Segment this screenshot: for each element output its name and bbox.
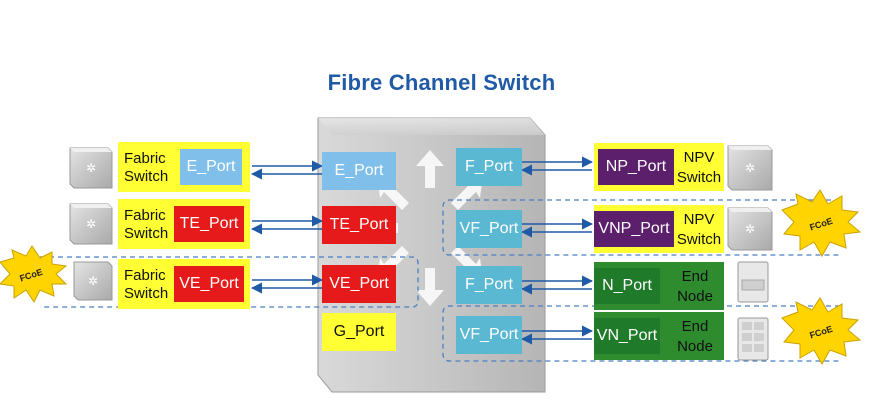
fcoe-starburst-icon: FCoE xyxy=(781,189,862,258)
right-row-1: NP_Port NPV Switch xyxy=(594,143,724,191)
device-label-line2: Switch xyxy=(676,231,722,248)
right-links xyxy=(520,156,594,345)
device-label-line1: Fabric xyxy=(124,207,166,224)
fabric-switch-device-icon: ✲ xyxy=(69,147,113,189)
device-label-line1: NPV xyxy=(683,149,715,166)
svg-text:✲: ✲ xyxy=(745,161,755,175)
device-label-line1: End xyxy=(681,268,709,285)
port-np-port: NP_Port xyxy=(598,149,674,185)
npv-switch-device-icon: ✲ xyxy=(727,207,773,251)
fcoe-link-outline-left xyxy=(40,256,419,308)
fabric-switch-device-icon: ✲ xyxy=(69,203,113,245)
device-label-line1: Fabric xyxy=(124,267,166,284)
device-label-line2: Node xyxy=(677,338,713,355)
port-n-port: N_Port xyxy=(594,268,660,304)
right-row-4: VN_Port End Node xyxy=(594,312,724,360)
switch-port-e-port: E_Port xyxy=(322,152,396,190)
switch-port-vf-port: VF_Port xyxy=(456,316,522,354)
fcoe-link-outline-right-lower xyxy=(442,305,840,362)
device-label-line2: Switch xyxy=(124,285,169,302)
port-e-port: E_Port xyxy=(180,149,242,185)
port-te-port: TE_Port xyxy=(174,206,244,242)
fcoe-starburst-icon: FCoE xyxy=(0,245,68,303)
end-node-server-icon xyxy=(737,261,769,303)
port-ve-port: VE_Port xyxy=(174,266,244,302)
left-row-1: Fabric Switch E_Port xyxy=(118,142,250,192)
device-label-line1: Fabric xyxy=(124,150,166,167)
npv-switch-device-icon: ✲ xyxy=(727,145,773,191)
diagram-title: Fibre Channel Switch xyxy=(327,70,556,95)
port-vn-port: VN_Port xyxy=(594,318,660,354)
device-label-line1: End xyxy=(681,318,709,335)
device-label-line2: Node xyxy=(677,288,713,305)
right-row-2: VNP_Port NPV Switch xyxy=(594,205,724,253)
left-row-3: Fabric Switch VE_Port xyxy=(118,259,250,309)
switch-port-f-port: F_Port xyxy=(456,266,522,304)
fcoe-link-outline-right-upper xyxy=(442,199,840,256)
svg-text:✲: ✲ xyxy=(86,161,96,175)
device-label-line2: Switch xyxy=(124,225,169,242)
svg-text:✲: ✲ xyxy=(86,217,96,231)
device-label-line2: Switch xyxy=(676,169,722,186)
switch-port-te-port: TE_Port xyxy=(322,206,396,244)
device-label-line1: NPV xyxy=(683,211,715,228)
switch-port-f-port: F_Port xyxy=(456,148,522,186)
port-vnp-port: VNP_Port xyxy=(594,211,674,247)
switch-port-vf-port: VF_Port xyxy=(456,210,522,248)
switch-port-g-port: G_Port xyxy=(322,313,396,351)
device-label-line2: Switch xyxy=(124,168,169,185)
right-row-3: N_Port End Node xyxy=(594,262,724,310)
svg-text:✲: ✲ xyxy=(88,274,98,288)
fabric-switch-device-icon: ✲ xyxy=(73,261,113,301)
switch-port-ve-port: VE_Port xyxy=(322,265,396,303)
left-links xyxy=(250,160,324,294)
fcoe-starburst-icon: FCoE xyxy=(781,297,862,366)
end-node-server-icon xyxy=(737,317,769,361)
svg-text:✲: ✲ xyxy=(745,222,755,236)
left-row-2: Fabric Switch TE_Port xyxy=(118,199,250,249)
